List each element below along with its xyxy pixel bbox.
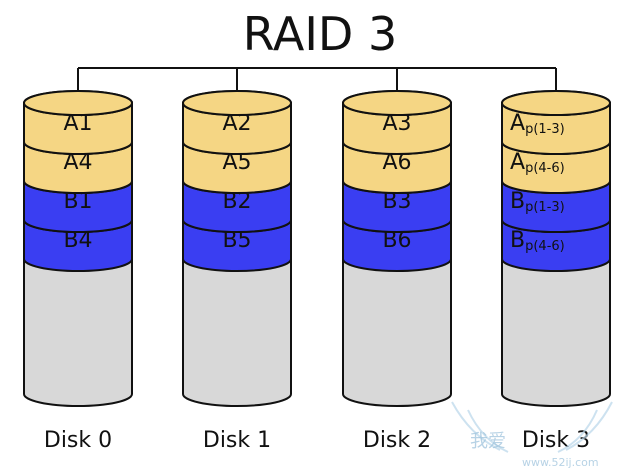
controller-wires bbox=[77, 67, 557, 91]
block-body bbox=[182, 102, 292, 155]
block-body bbox=[182, 141, 292, 194]
block-body bbox=[23, 141, 133, 194]
disk-top-cap bbox=[342, 90, 452, 116]
watermark-text: 我爱 bbox=[470, 431, 506, 452]
block-body bbox=[501, 219, 611, 272]
block-body bbox=[23, 180, 133, 233]
block-body bbox=[501, 180, 611, 233]
disk-empty-space bbox=[182, 258, 292, 407]
disk-top-cap bbox=[501, 90, 611, 116]
block-body bbox=[342, 180, 452, 233]
disk-3: Bp(4-6)Bp(1-3)Ap(4-6)Ap(1-3)Disk 3 bbox=[501, 90, 611, 453]
disk-label: Disk 2 bbox=[363, 428, 431, 453]
block-label: Bp(1-3) bbox=[510, 189, 565, 215]
block-body bbox=[23, 219, 133, 272]
block-body bbox=[182, 219, 292, 272]
disk-empty-space bbox=[23, 258, 133, 407]
block-body bbox=[23, 102, 133, 155]
disk-top-cap bbox=[182, 90, 292, 116]
block-subscript: p(4-6) bbox=[525, 239, 565, 254]
diagram-title: RAID 3 bbox=[243, 7, 397, 61]
watermark-url: www.52ij.com bbox=[522, 456, 599, 469]
block-subscript: p(4-6) bbox=[525, 161, 565, 176]
block-body bbox=[342, 102, 452, 155]
disk-label: Disk 0 bbox=[44, 428, 112, 453]
block-body bbox=[342, 219, 452, 272]
block-body bbox=[501, 102, 611, 155]
disk-empty-space bbox=[342, 258, 452, 407]
disk-label: Disk 1 bbox=[203, 428, 271, 453]
watermark-logo: 我爱 www.52ij.com bbox=[451, 401, 613, 469]
block-subscript: p(1-3) bbox=[525, 122, 565, 137]
disk-top-cap bbox=[23, 90, 133, 116]
block-body bbox=[182, 180, 292, 233]
block-subscript: p(1-3) bbox=[525, 200, 565, 215]
disk-label: Disk 3 bbox=[522, 428, 590, 453]
block-body bbox=[342, 141, 452, 194]
block-body bbox=[501, 141, 611, 194]
disk-empty-space bbox=[501, 258, 611, 407]
